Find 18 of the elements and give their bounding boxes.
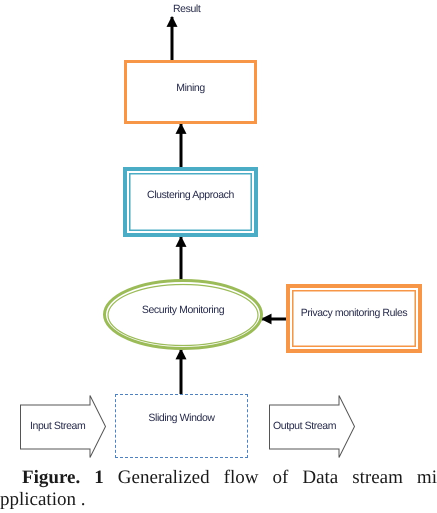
process-box [123,167,258,237]
process-box [286,284,422,353]
node-label: Mining [176,82,205,94]
stream-label: Input Stream [30,420,86,433]
arrow [166,16,178,60]
stream-label: Output Stream [273,420,336,433]
dashed-box [115,394,248,458]
node-label: Security Monitoring [142,304,224,316]
arrow [176,348,186,394]
arrow [176,122,186,167]
arrow [176,236,186,280]
figure-caption: Figure. 1 Generalized flow of Data stream mi pplication . [0,467,437,511]
node-label: Clustering Approach [147,188,234,202]
arrow [260,314,286,324]
flow-label: Result [173,3,200,16]
node-label: Sliding Window [148,412,215,425]
node-label: Privacy monitoring Rules [300,307,408,320]
process-box [124,60,257,124]
